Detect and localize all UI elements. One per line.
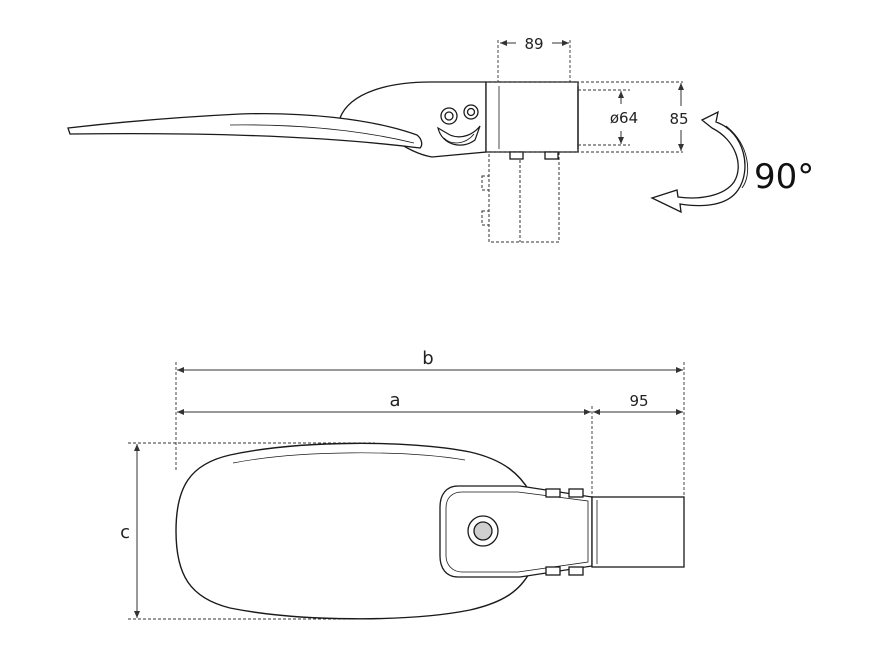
- dimension-a: a: [177, 390, 591, 415]
- dimension-85: 85: [669, 83, 689, 151]
- dim-85-label: 85: [669, 110, 688, 128]
- dimension-diameter-64: ø64: [610, 91, 638, 144]
- luminaire-side-profile: [67, 81, 487, 158]
- mounting-adapter: [485, 81, 579, 160]
- side-dim-extension-lines: [486, 40, 683, 153]
- bracket-top: [439, 485, 593, 578]
- dim-95-label: 95: [629, 392, 648, 410]
- dimension-95: 95: [593, 392, 683, 415]
- dimension-c: c: [120, 444, 140, 618]
- dim-b-label: b: [422, 348, 433, 369]
- dim-a-label: a: [389, 390, 400, 411]
- top-view: b a 95 c: [120, 348, 685, 620]
- dimension-b: b: [177, 348, 683, 373]
- pole-sleeve: [591, 496, 685, 568]
- luminaire-top-body: [175, 442, 531, 620]
- dim-89-label: 89: [524, 35, 543, 53]
- rotation-label: 90°: [754, 157, 814, 197]
- dimension-89: 89: [500, 35, 569, 53]
- rotation-arrow-icon: [650, 110, 749, 214]
- rotated-bracket-outline: [481, 151, 560, 243]
- dim-c-label: c: [120, 522, 130, 543]
- dim-diameter-label: ø64: [610, 109, 638, 127]
- side-view: 89 ø64 85 90°: [67, 35, 814, 243]
